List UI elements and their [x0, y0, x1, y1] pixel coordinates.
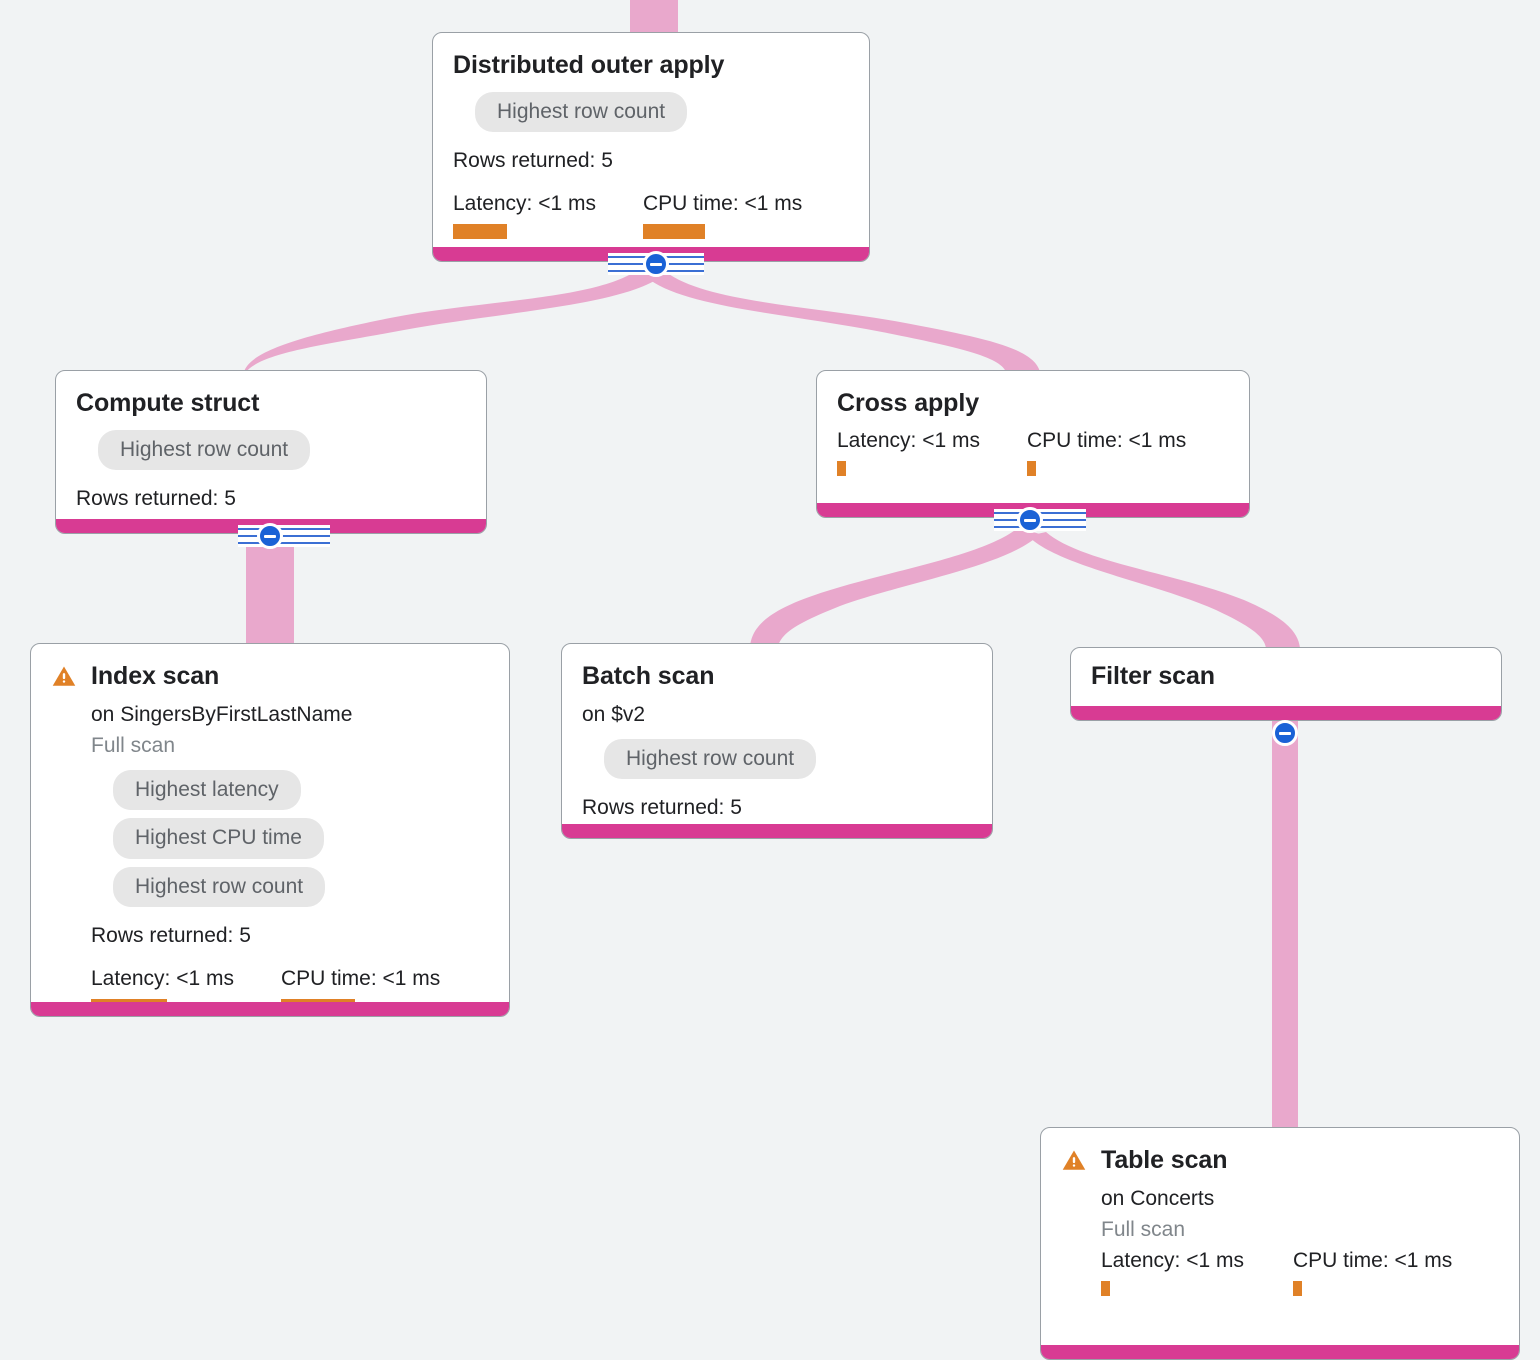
metrics-row: Latency: <1 ms CPU time: <1 ms [453, 191, 849, 240]
metric-cpu-label: CPU time: <1 ms [281, 966, 441, 990]
node-title: Index scan [91, 662, 220, 690]
node-body: Batch scan on $v2 Highest row count Rows… [562, 644, 992, 836]
node-title-row: Batch scan [582, 662, 972, 691]
rows-returned: Rows returned: 5 [76, 486, 236, 510]
node-body: Compute struct Highest row count Rows re… [56, 371, 486, 527]
rows-returned: Rows returned: 5 [91, 923, 251, 947]
plan-node-filter-scan[interactable]: Filter scan [1070, 647, 1502, 721]
edge-cross-apply-to-filter-scan [1028, 532, 1300, 648]
plan-node-cross-apply[interactable]: Cross apply Latency: <1 ms CPU time: <1 … [816, 370, 1250, 518]
chip-highest-row-count: Highest row count [604, 738, 817, 780]
metric-cpu-label: CPU time: <1 ms [643, 192, 803, 216]
warning-triangle-icon [52, 666, 76, 687]
metric-cpu-label: CPU time: <1 ms [1027, 428, 1187, 452]
node-body: Index scan on SingersByFirstLastName Ful… [31, 644, 509, 1016]
node-title: Filter scan [1091, 662, 1215, 690]
metrics-row: Latency: <1 ms CPU time: <1 ms [837, 428, 1229, 476]
node-subtitle: on Concerts [1101, 1186, 1215, 1210]
metrics-row: Latency: <1 ms CPU time: <1 ms [1101, 1248, 1499, 1297]
node-body: Cross apply Latency: <1 ms CPU time: <1 … [817, 371, 1249, 492]
metric-cpu-time: CPU time: <1 ms [1027, 428, 1217, 476]
metric-latency-label: Latency: <1 ms [453, 192, 596, 216]
rows-returned: Rows returned: 5 [582, 796, 742, 820]
node-title-row: Filter scan [1091, 662, 1481, 691]
plan-node-distributed-outer-apply[interactable]: Distributed outer apply Highest row coun… [432, 32, 870, 262]
node-title: Batch scan [582, 662, 715, 690]
minus-icon-glyph [650, 262, 662, 266]
edge-compute-struct-to-index-scan [246, 540, 294, 646]
plan-node-batch-scan[interactable]: Batch scan on $v2 Highest row count Rows… [561, 643, 993, 839]
node-body: Table scan on Concerts Full scan Latency… [1041, 1128, 1519, 1312]
node-title: Compute struct [76, 389, 260, 417]
node-footer-bar [1071, 706, 1501, 720]
plan-node-index-scan[interactable]: Index scan on SingersByFirstLastName Ful… [30, 643, 510, 1017]
warning-triangle-icon [1062, 1150, 1086, 1171]
node-scan-note: Full scan [1101, 1217, 1186, 1241]
node-title-row: Compute struct [76, 389, 466, 418]
metric-latency-bar [453, 224, 507, 240]
node-title: Distributed outer apply [453, 51, 725, 79]
chip-highest-row-count: Highest row count [113, 866, 326, 907]
metric-latency-bar [1101, 1281, 1110, 1297]
edge-distributed-outer-apply-to-cross-apply [650, 272, 1040, 372]
metric-latency-bar [837, 460, 846, 476]
chip-list: Highest latency Highest CPU time Highest… [91, 766, 489, 911]
metric-cpu-label: CPU time: <1 ms [1293, 1249, 1453, 1273]
minus-icon-glyph [1024, 518, 1036, 522]
node-body: Filter scan [1071, 648, 1501, 691]
node-title: Table scan [1101, 1146, 1228, 1174]
node-subtitle: on $v2 [582, 702, 646, 726]
chip-list: Highest row count [582, 735, 972, 783]
chip-highest-row-count: Highest row count [98, 429, 311, 470]
node-title: Cross apply [837, 389, 980, 417]
chip-highest-cpu-time: Highest CPU time [113, 818, 324, 859]
plan-node-compute-struct[interactable]: Compute struct Highest row count Rows re… [55, 370, 487, 534]
metric-cpu-time: CPU time: <1 ms [1293, 1248, 1485, 1297]
collapse-button-compute-struct[interactable] [254, 520, 286, 552]
node-title-row: Index scan [51, 662, 489, 691]
metric-cpu-bar [1027, 460, 1036, 476]
metric-cpu-bar [1293, 1281, 1302, 1297]
plan-node-table-scan[interactable]: Table scan on Concerts Full scan Latency… [1040, 1127, 1520, 1360]
node-subtitle: on SingersByFirstLastName [91, 702, 353, 726]
chip-highest-row-count: Highest row count [475, 91, 688, 132]
node-body: Distributed outer apply Highest row coun… [433, 33, 869, 255]
node-footer-bar [31, 1002, 509, 1016]
metric-latency-label: Latency: <1 ms [1101, 1249, 1244, 1273]
metric-latency: Latency: <1 ms [837, 428, 1027, 476]
rows-returned: Rows returned: 5 [453, 148, 613, 172]
node-footer-bar [1041, 1345, 1519, 1359]
node-scan-note: Full scan [91, 733, 176, 757]
metric-latency: Latency: <1 ms [1101, 1248, 1293, 1297]
node-title-row: Table scan [1061, 1146, 1499, 1175]
edge-inflow-to-distributed-outer-apply [630, 0, 678, 34]
chip-list: Highest row count [453, 88, 849, 136]
collapse-button-filter-scan[interactable] [1269, 717, 1301, 749]
chip-highest-latency: Highest latency [113, 770, 301, 811]
metric-cpu-bar [643, 224, 705, 240]
node-footer-bar [562, 824, 992, 838]
minus-icon-glyph [264, 534, 276, 538]
collapse-button-cross-apply[interactable] [1014, 504, 1046, 536]
node-title-row: Distributed outer apply [453, 51, 849, 80]
collapse-button-distributed-outer-apply[interactable] [640, 248, 672, 280]
node-title-row: Cross apply [837, 389, 1229, 418]
metric-latency: Latency: <1 ms [453, 191, 643, 240]
chip-list: Highest row count [76, 426, 466, 474]
edge-filter-scan-to-table-scan [1272, 718, 1298, 1130]
metric-latency-label: Latency: <1 ms [91, 966, 234, 990]
metric-cpu-time: CPU time: <1 ms [643, 191, 833, 240]
minus-icon-glyph [1279, 731, 1291, 735]
metric-latency-label: Latency: <1 ms [837, 428, 980, 452]
edge-cross-apply-to-batch-scan [750, 528, 1040, 646]
